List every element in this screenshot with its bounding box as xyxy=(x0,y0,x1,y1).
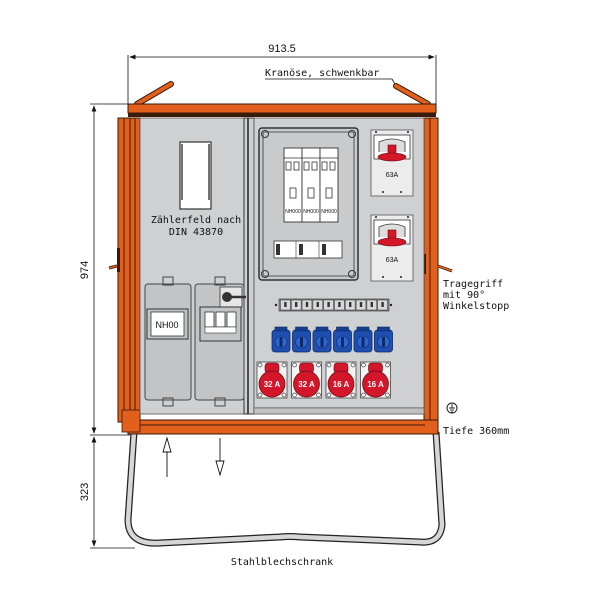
nh-fuse-label-1: NH000 xyxy=(285,209,301,215)
height-label: 974 xyxy=(79,261,91,279)
crane-eye-right xyxy=(393,83,431,107)
circuit-breaker[interactable] xyxy=(323,299,334,311)
cee-socket-rating: 32 A xyxy=(298,380,315,389)
cee-socket[interactable]: 16 A xyxy=(325,361,357,399)
main-fuse-label: NH00 xyxy=(155,320,178,330)
stand-height-label: 323 xyxy=(79,483,91,501)
tube-stand xyxy=(124,431,446,547)
cee-socket[interactable]: 32 A xyxy=(256,361,288,399)
circuit-breaker[interactable] xyxy=(377,299,388,311)
cable-in-arrow xyxy=(162,436,172,477)
main-fuse-module: NH00 xyxy=(144,276,192,407)
cee-socket[interactable]: 16 A xyxy=(360,361,391,399)
height-dimension: 974 323 xyxy=(79,103,135,549)
schuko-socket[interactable] xyxy=(353,326,373,353)
nh-fuse-base xyxy=(283,147,339,223)
width-dimension: 913.5 xyxy=(127,43,437,108)
handle-label-line3: Winkelstopp xyxy=(443,301,509,312)
handle-annotation: Tragegriff mit 90° Winkelstopp xyxy=(443,279,509,312)
meter-field-line2: DIN 43870 xyxy=(169,227,223,238)
cee-switch-rating: 63A xyxy=(386,172,399,179)
circuit-breaker[interactable] xyxy=(280,299,291,311)
cable-out-arrow xyxy=(215,438,225,477)
circuit-breaker[interactable] xyxy=(312,299,323,311)
depth-label: Tiefe 360mm xyxy=(443,426,509,437)
cee-socket[interactable]: 32 A xyxy=(291,361,322,399)
cee-switch-63a[interactable]: 63A xyxy=(370,214,414,282)
schuko-socket[interactable] xyxy=(333,326,352,353)
schuko-socket[interactable] xyxy=(312,326,332,353)
main-switch-module xyxy=(194,276,246,407)
nh-fuse-label-2: NH000 xyxy=(303,209,319,215)
handle-label-line1: Tragegriff xyxy=(443,279,503,290)
crane-eye-left xyxy=(134,81,174,107)
nh-fuse-labels: NH000 NH000 NH000 xyxy=(285,209,337,215)
breaker-rail xyxy=(274,298,393,312)
cee-switch-rating: 63A xyxy=(386,257,399,264)
schuko-socket[interactable] xyxy=(292,326,311,353)
crane-eye-label: Kranöse, schwenkbar xyxy=(265,68,379,79)
nh-fuse-label-3: NH000 xyxy=(321,209,337,215)
meter-field: Zählerfeld nach DIN 43870 xyxy=(151,141,241,238)
earth-ground-icon xyxy=(446,402,458,414)
schuko-socket[interactable] xyxy=(271,326,291,353)
handle-label-line2: mit 90° xyxy=(443,290,485,301)
circuit-breaker[interactable] xyxy=(366,299,377,311)
cee-socket-rating: 16 A xyxy=(367,380,384,389)
crane-eye-annotation: Kranöse, schwenkbar xyxy=(265,68,397,87)
drawing-title: Stahlblechschrank xyxy=(231,557,333,568)
circuit-breaker[interactable] xyxy=(355,299,367,311)
circuit-breaker[interactable] xyxy=(291,299,302,311)
schuko-socket[interactable] xyxy=(374,326,393,353)
meter-field-line1: Zählerfeld nach xyxy=(151,215,241,226)
cabinet-frame xyxy=(108,103,453,435)
circuit-breaker[interactable] xyxy=(345,299,356,311)
cee-switch-63a[interactable]: 63A xyxy=(370,129,414,197)
circuit-breaker[interactable] xyxy=(301,299,313,311)
terminal-block xyxy=(273,240,343,259)
cee-socket-rating: 16 A xyxy=(333,380,350,389)
width-label: 913.5 xyxy=(268,43,296,55)
circuit-breaker[interactable] xyxy=(334,299,345,311)
cee-socket-rating: 32 A xyxy=(264,380,281,389)
